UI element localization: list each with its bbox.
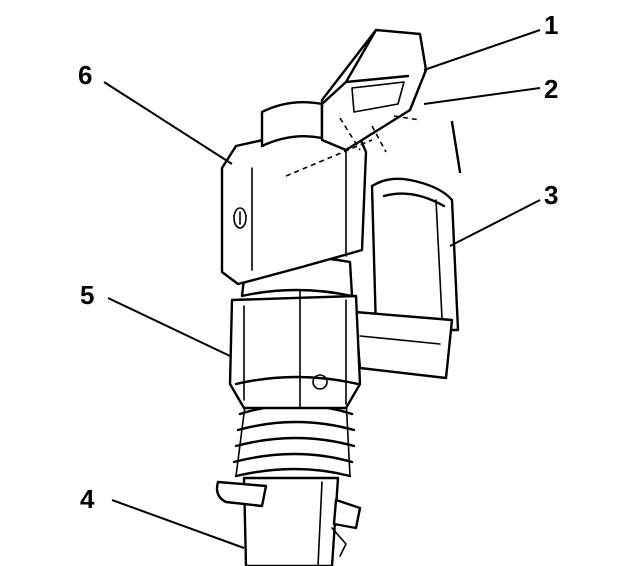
leader-1: [423, 29, 541, 71]
part-illustration: [215, 28, 462, 566]
leader-4: [111, 499, 245, 549]
callout-1: 1: [544, 10, 558, 40]
leader-2: [423, 87, 541, 105]
leader-lines: [103, 29, 541, 549]
callout-4: 4: [80, 484, 95, 514]
callout-labels: 1 2 3 4 5 6: [78, 10, 558, 514]
callout-5: 5: [80, 280, 94, 310]
leader-5: [107, 297, 231, 357]
callout-2: 2: [544, 74, 558, 104]
leader-6: [103, 81, 233, 165]
callout-3: 3: [544, 180, 558, 210]
callout-6: 6: [78, 60, 92, 90]
leader-3: [449, 199, 541, 247]
